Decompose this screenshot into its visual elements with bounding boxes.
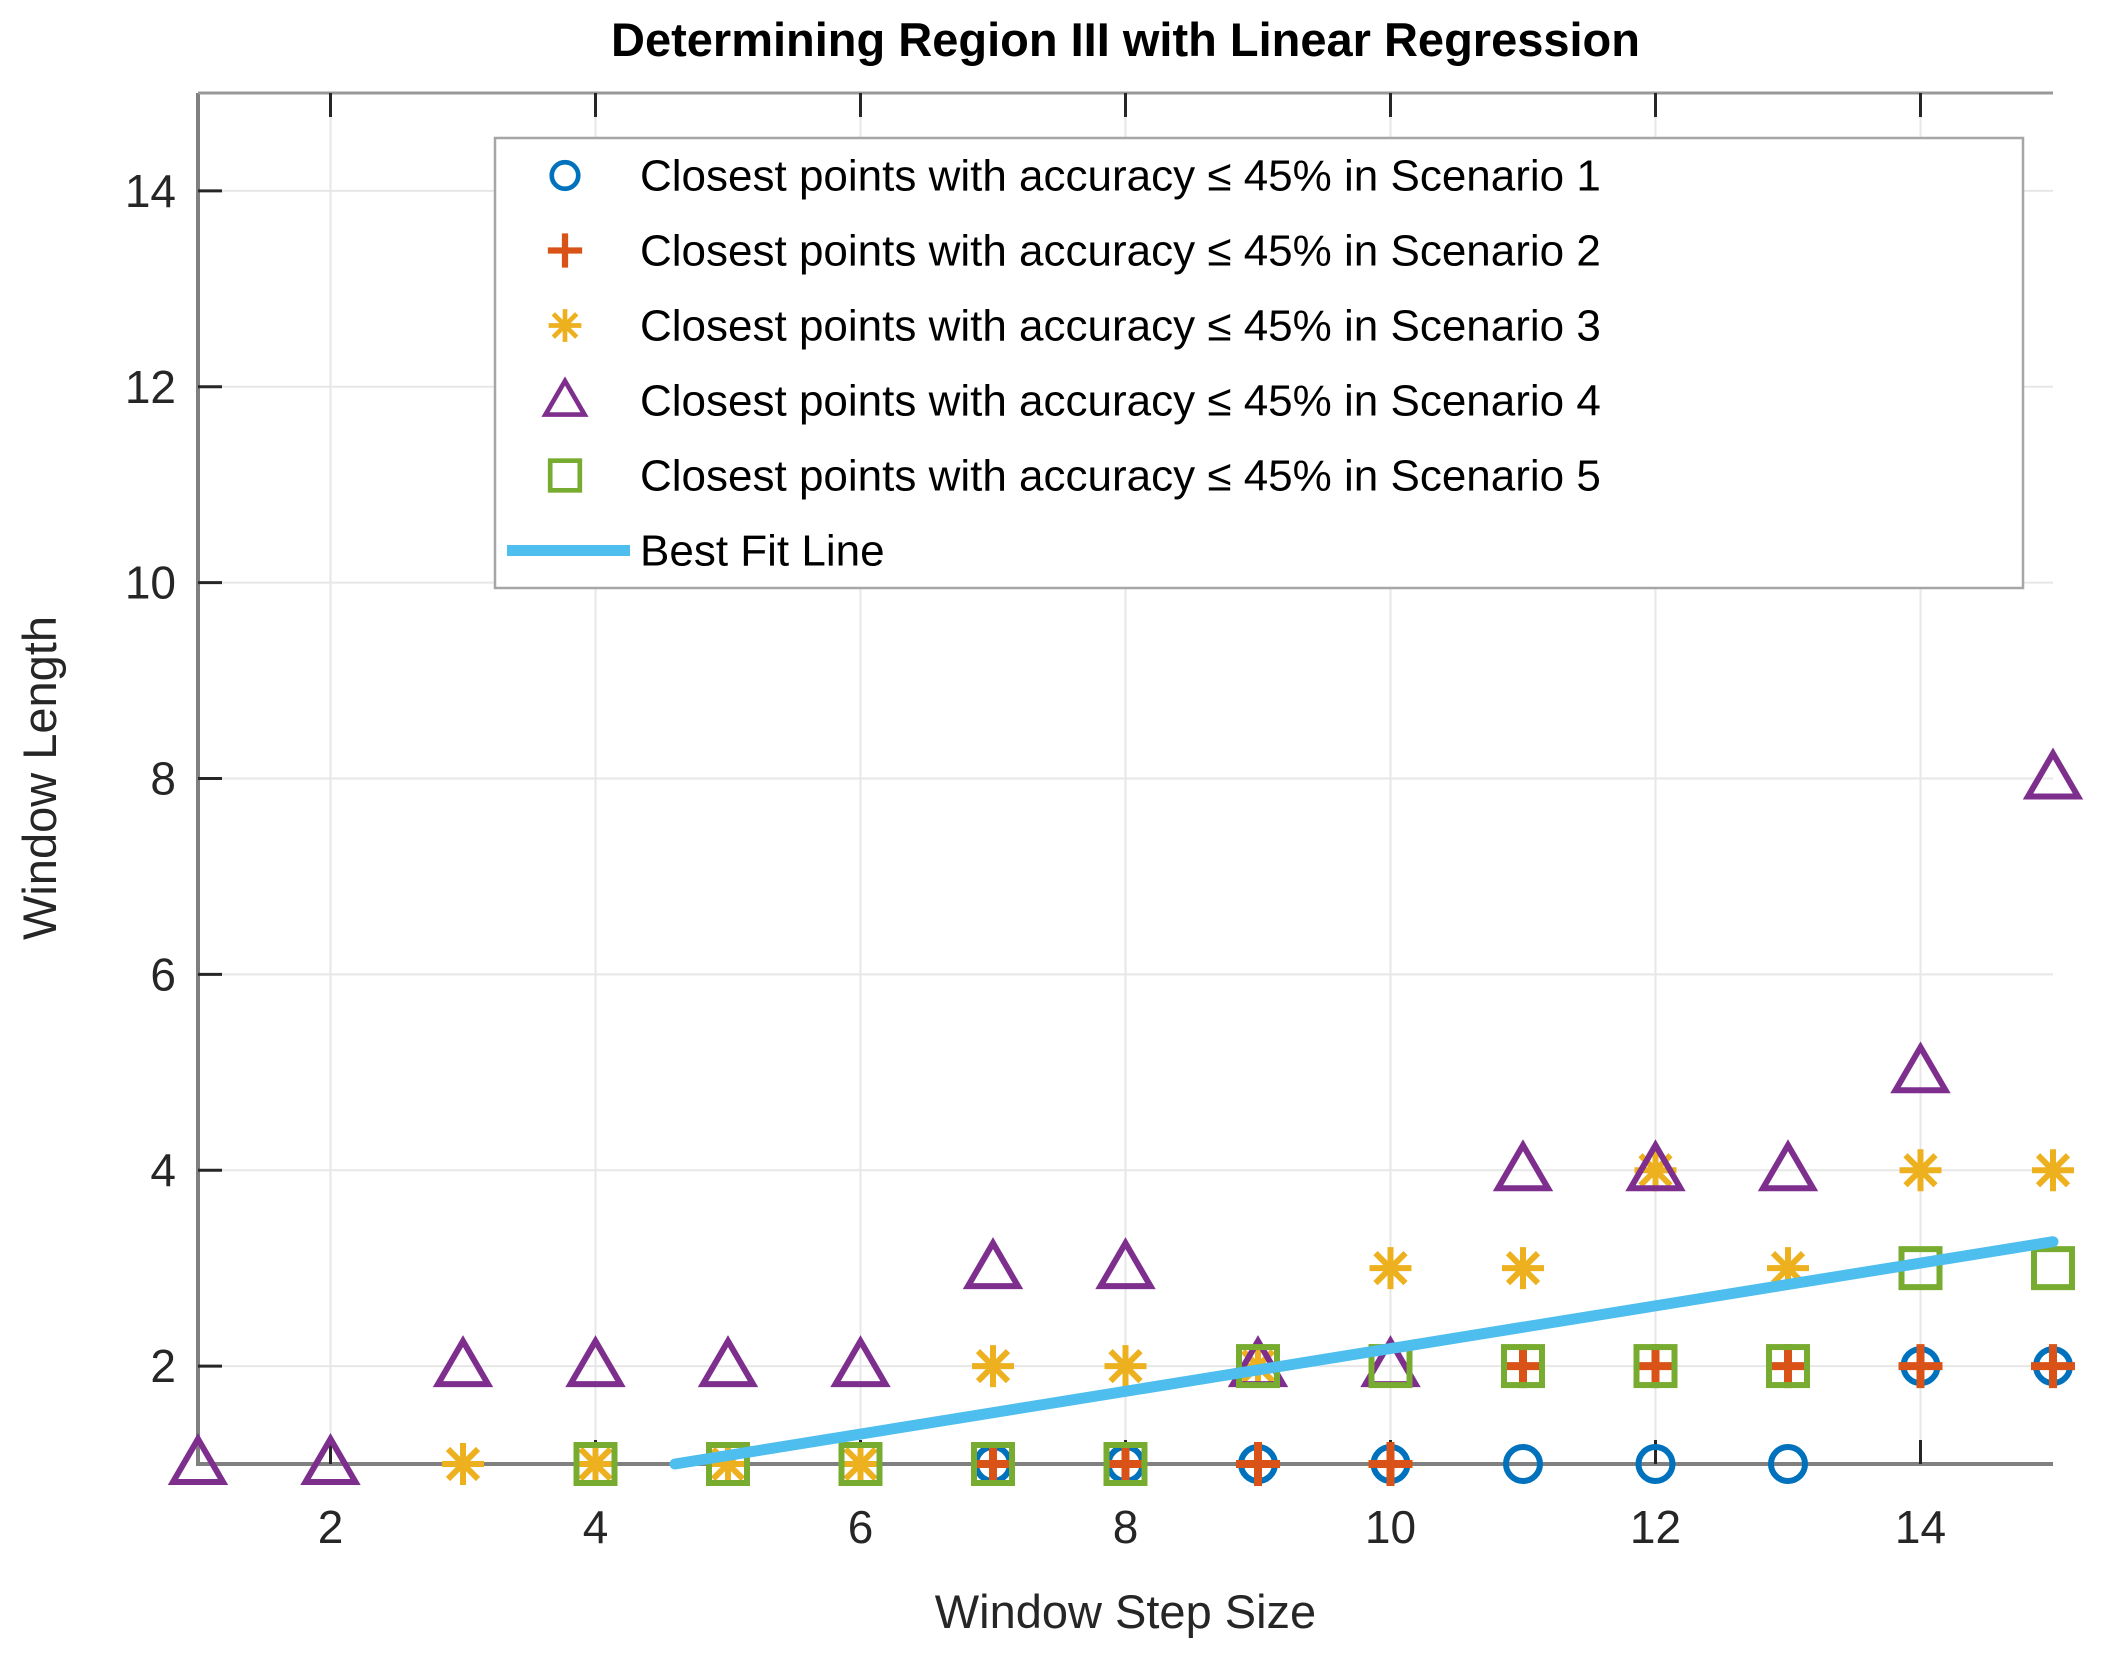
marker-asterisk-x4-y1 bbox=[574, 1443, 617, 1485]
marker-square-x12-y2 bbox=[1633, 1344, 1678, 1389]
legend-row: Closest points with accuracy ≤ 45% in Sc… bbox=[547, 227, 1601, 276]
legend-circle-icon bbox=[549, 159, 581, 192]
y-tick-label: 10 bbox=[125, 557, 176, 609]
legend-label: Best Fit Line bbox=[640, 527, 885, 576]
marker-triangle-x7-y3 bbox=[962, 1237, 1024, 1290]
marker-asterisk-x5-y1 bbox=[707, 1443, 749, 1485]
marker-asterisk-x11-y3 bbox=[1502, 1247, 1544, 1290]
marker-asterisk-x14-y4 bbox=[1899, 1149, 1942, 1192]
marker-circle-x11-y1 bbox=[1503, 1444, 1543, 1484]
marker-square-x8-y1 bbox=[1103, 1442, 1148, 1486]
marker-plus-x15-y2 bbox=[2031, 1344, 2075, 1389]
best-fit-line bbox=[669, 1236, 2059, 1470]
y-axis-label: Window Length bbox=[13, 616, 66, 940]
legend-box bbox=[493, 136, 2025, 590]
marker-circle-x12-y1 bbox=[1635, 1444, 1676, 1484]
legend-plus-icon bbox=[547, 233, 583, 268]
legend-row: Closest points with accuracy ≤ 45% in Sc… bbox=[548, 302, 1601, 351]
marker-plus-x12-y2 bbox=[1633, 1344, 1678, 1389]
x-tick-label: 8 bbox=[1113, 1501, 1139, 1553]
legend-row: Closest points with accuracy ≤ 45% in Sc… bbox=[549, 152, 1601, 201]
marker-triangle-x5-y2 bbox=[697, 1335, 759, 1388]
marker-triangle-x6-y2 bbox=[830, 1335, 891, 1388]
x-tick-label: 14 bbox=[1895, 1501, 1946, 1553]
legend-label: Closest points with accuracy ≤ 45% in Sc… bbox=[640, 152, 1601, 201]
marker-circle-x13-y1 bbox=[1768, 1444, 1808, 1484]
marker-plus-x10-y1 bbox=[1368, 1442, 1413, 1486]
series-scenario-2 bbox=[971, 1344, 2075, 1486]
y-tick-label: 12 bbox=[125, 361, 176, 413]
series-scenario-4 bbox=[167, 747, 2084, 1485]
marker-asterisk-x12-y4 bbox=[1634, 1149, 1677, 1192]
marker-triangle-x15-y8 bbox=[2022, 747, 2084, 800]
marker-triangle-x3-y2 bbox=[432, 1335, 494, 1388]
marker-asterisk-x15-y4 bbox=[2032, 1149, 2074, 1192]
marker-square-x15-y3 bbox=[2031, 1246, 2075, 1291]
marker-triangle-x13-y4 bbox=[1757, 1139, 1819, 1192]
legend-label: Closest points with accuracy ≤ 45% in Sc… bbox=[640, 452, 1601, 501]
y-tick-label: 2 bbox=[150, 1340, 176, 1392]
marker-asterisk-x6-y1 bbox=[839, 1443, 882, 1485]
legend-label: Closest points with accuracy ≤ 45% in Sc… bbox=[640, 227, 1601, 276]
marker-triangle-x8-y3 bbox=[1095, 1237, 1156, 1290]
x-tick-label: 4 bbox=[583, 1501, 609, 1553]
x-axis-label: Window Step Size bbox=[934, 1585, 1317, 1638]
x-tick-label: 12 bbox=[1630, 1501, 1681, 1553]
marker-square-x7-y1 bbox=[971, 1442, 1015, 1486]
marker-square-x4-y1 bbox=[573, 1442, 618, 1486]
chart-title: Determining Region III with Linear Regre… bbox=[611, 13, 1640, 66]
marker-plus-x11-y2 bbox=[1501, 1344, 1545, 1389]
legend-square-icon bbox=[547, 458, 583, 493]
y-tick-label: 6 bbox=[150, 948, 176, 1000]
marker-triangle-x4-y2 bbox=[565, 1335, 626, 1388]
marker-asterisk-x10-y3 bbox=[1369, 1247, 1412, 1290]
y-tick-label: 8 bbox=[150, 753, 176, 805]
marker-square-x13-y2 bbox=[1766, 1344, 1810, 1389]
legend-triangle-icon bbox=[541, 376, 589, 417]
marker-plus-x8-y1 bbox=[1103, 1442, 1148, 1486]
marker-plus-x7-y1 bbox=[971, 1442, 1015, 1486]
legend: Closest points with accuracy ≤ 45% in Sc… bbox=[493, 136, 2025, 590]
legend-label: Closest points with accuracy ≤ 45% in Sc… bbox=[640, 302, 1601, 351]
marker-triangle-x1-y1 bbox=[167, 1433, 229, 1485]
marker-plus-x14-y2 bbox=[1898, 1344, 1943, 1389]
x-tick-label: 6 bbox=[848, 1501, 874, 1553]
series-scenario-3 bbox=[442, 1149, 2074, 1485]
y-tick-label: 4 bbox=[150, 1144, 176, 1196]
legend-row: Closest points with accuracy ≤ 45% in Sc… bbox=[541, 376, 1601, 426]
marker-triangle-x14-y5 bbox=[1890, 1041, 1951, 1094]
marker-square-x11-y2 bbox=[1501, 1344, 1545, 1389]
marker-square-x6-y1 bbox=[838, 1442, 883, 1486]
marker-triangle-x11-y4 bbox=[1492, 1139, 1554, 1192]
marker-triangle-x2-y1 bbox=[300, 1433, 361, 1485]
marker-asterisk-x7-y2 bbox=[972, 1345, 1014, 1388]
marker-asterisk-x3-y1 bbox=[442, 1443, 484, 1485]
legend-row: Closest points with accuracy ≤ 45% in Sc… bbox=[547, 452, 1601, 501]
y-tick-label: 14 bbox=[125, 165, 176, 217]
fit-line-layer bbox=[669, 1236, 2059, 1470]
marker-triangle-x12-y4 bbox=[1625, 1139, 1686, 1192]
marker-asterisk-x13-y3 bbox=[1767, 1247, 1809, 1290]
legend-row: Best Fit Line bbox=[507, 527, 885, 576]
legend-asterisk-icon bbox=[548, 309, 582, 342]
marker-plus-x13-y2 bbox=[1766, 1344, 1810, 1389]
x-tick-label: 10 bbox=[1365, 1501, 1416, 1553]
legend-label: Closest points with accuracy ≤ 45% in Sc… bbox=[640, 377, 1601, 426]
marker-asterisk-x8-y2 bbox=[1104, 1345, 1147, 1388]
marker-plus-x9-y1 bbox=[1236, 1442, 1280, 1486]
x-tick-label: 2 bbox=[318, 1501, 344, 1553]
